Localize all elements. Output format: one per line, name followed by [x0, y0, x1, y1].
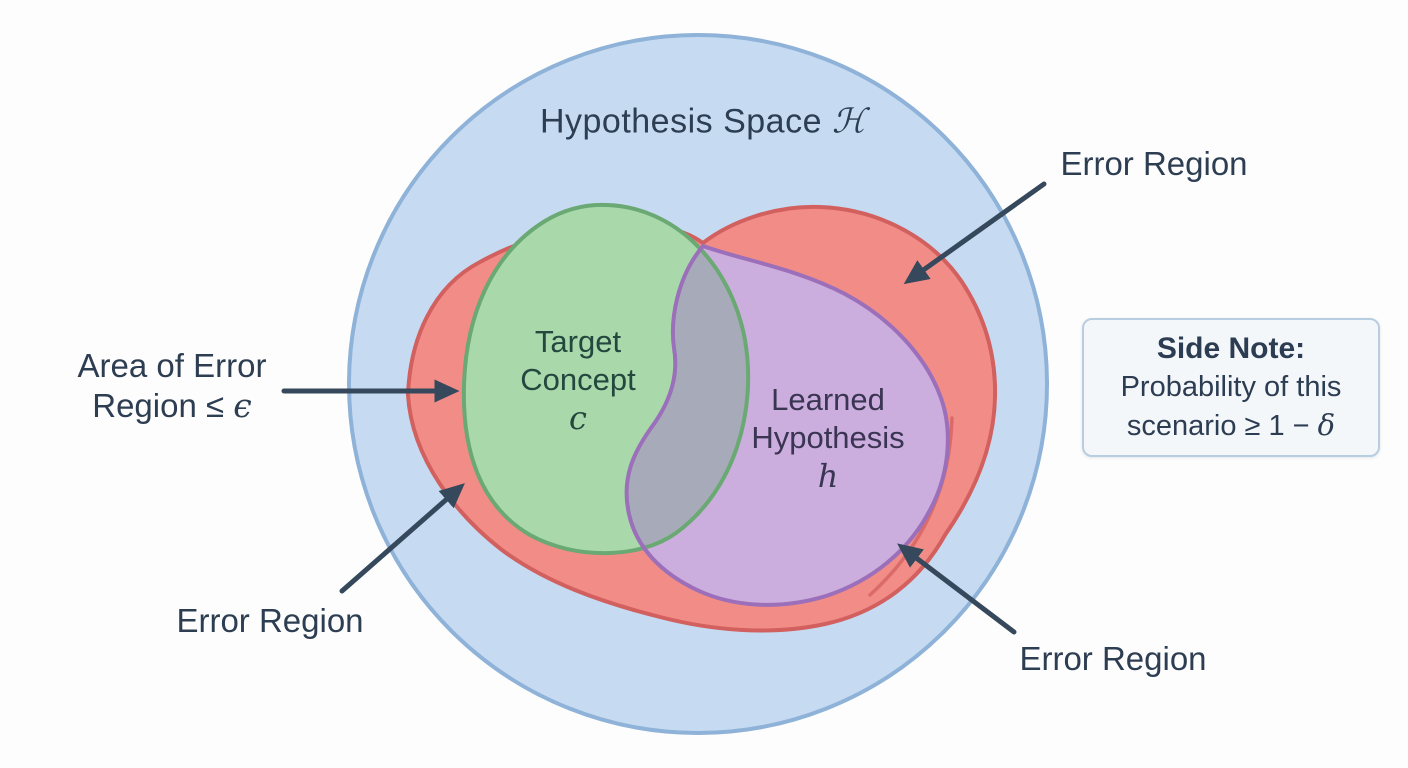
error-region-label-top-right: Error Region [1060, 145, 1248, 182]
arrow-error-top-right [903, 181, 1047, 285]
side-note-box: Side Note: Probability of this scenario … [1082, 318, 1380, 457]
target-concept-label-line1: Target [534, 324, 622, 359]
hypothesis-space-title: Hypothesis Space ℋ [540, 102, 866, 143]
target-concept-label: Target Concept c [520, 323, 635, 437]
epsilon-symbol: ϵ [233, 386, 252, 425]
learned-hypothesis-symbol: h [817, 457, 839, 495]
error-region-label-bottom-left: Error Region [176, 602, 364, 639]
area-of-error-label-line2: Region ≤ ϵ [78, 386, 267, 426]
side-note-title: Side Note: [1156, 332, 1306, 365]
area-of-error-label-line2-text: Region ≤ [92, 387, 234, 424]
area-of-error-label: Area of Error Region ≤ ϵ [78, 346, 267, 426]
side-note-line2-text: scenario ≥ 1 − [1126, 410, 1318, 442]
error-region-label-bottom-right: Error Region [1019, 640, 1207, 677]
learned-hypothesis-outline [624, 243, 950, 607]
error-region-crease [868, 416, 954, 597]
hypothesis-space-title-text: Hypothesis Space [539, 102, 832, 141]
arrow-error-bottom-right [897, 543, 1017, 635]
target-concept-symbol: c [569, 399, 587, 437]
arrow-error-bottom-left [339, 483, 465, 594]
target-concept-label-line2: Concept [520, 362, 636, 397]
learned-hypothesis-label-line2: Hypothesis [751, 420, 905, 455]
target-concept-outline [461, 202, 751, 556]
delta-symbol: δ [1317, 408, 1336, 442]
learned-hypothesis-label: Learned Hypothesis h [751, 381, 904, 495]
area-of-error-label-line1: Area of Error [77, 347, 267, 384]
hypothesis-space-symbol: ℋ [831, 101, 867, 142]
side-note-line2: scenario ≥ 1 − δ [1127, 406, 1335, 445]
side-note-line1: Probability of this [1120, 371, 1342, 403]
learned-hypothesis-label-line1: Learned [771, 382, 885, 417]
